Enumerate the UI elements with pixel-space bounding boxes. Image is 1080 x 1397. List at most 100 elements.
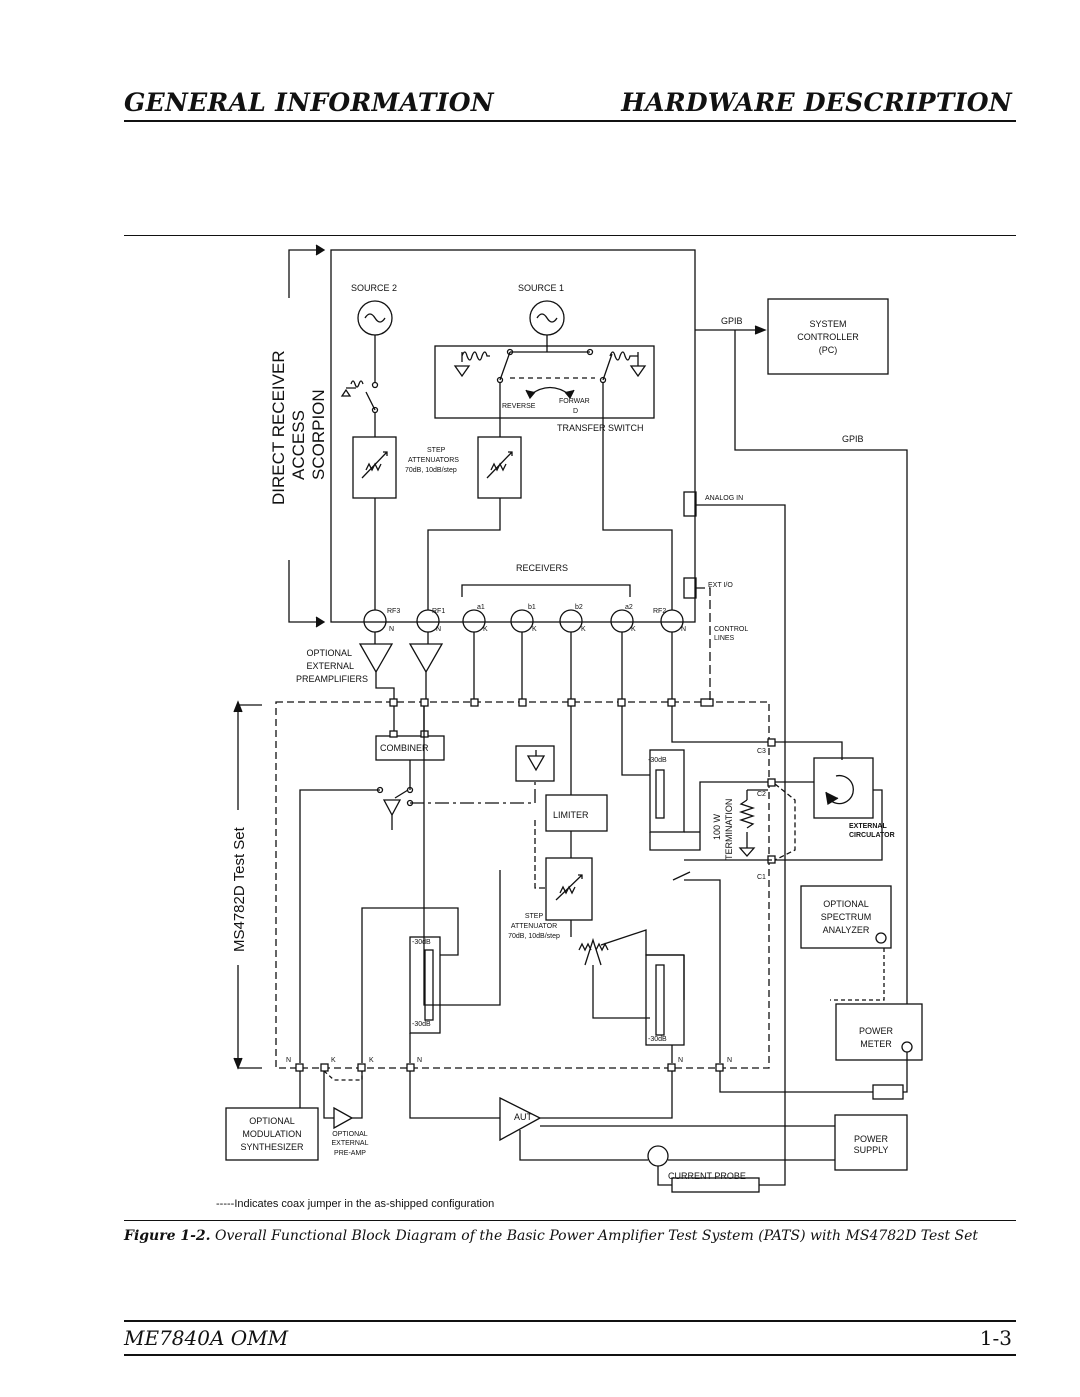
- port-type-rf2: N: [681, 626, 686, 633]
- combiner-label: COMBINER: [380, 743, 429, 753]
- gpib-label-2: GPIB: [842, 434, 864, 444]
- limiter-label: LIMITER: [553, 810, 589, 820]
- power-meter: [835, 1003, 923, 1061]
- optional-modulation-synthesizer: [225, 1107, 319, 1161]
- sys-ctrl-line2: CONTROLLER: [797, 332, 859, 342]
- power-meter-line1: POWER: [859, 1026, 894, 1036]
- mod-synth-line3: SYNTHESIZER: [240, 1142, 304, 1152]
- drac-box: [330, 249, 696, 623]
- lower-att-line3: 70dB, 10dB/step: [508, 933, 560, 940]
- figure-caption-text: Overall Functional Block Diagram of the …: [215, 1228, 979, 1244]
- ext-preamp-line1: OPTIONAL: [332, 1131, 368, 1138]
- port-b1: b1: [528, 604, 536, 611]
- forward-label: FORWAR: [559, 398, 590, 405]
- section-title: GENERAL INFORMATION: [124, 88, 494, 117]
- coupler-right-label: -30dB: [648, 1036, 667, 1043]
- port-type-b1: K: [532, 626, 537, 633]
- page-number: 1-3: [979, 1326, 1012, 1350]
- ext-io-label: EXT I/O: [708, 582, 733, 589]
- footer-top-rule: [124, 1320, 1016, 1322]
- bottom-type-4: N: [417, 1057, 422, 1064]
- circulator-line1: EXTERNAL: [849, 823, 887, 830]
- drac-label-3: SCORPION: [309, 389, 328, 480]
- port-b2: b2: [575, 604, 583, 611]
- c2-label: C2: [757, 791, 766, 798]
- system-controller: [767, 298, 889, 375]
- testset-label: MS4782D Test Set: [231, 826, 248, 952]
- termination-line2: TERMINATION: [724, 799, 734, 860]
- chapter-title: HARDWARE DESCRIPTION: [621, 88, 1012, 117]
- ext-preamp-line2: EXTERNAL: [332, 1140, 369, 1147]
- spectrum-line3: ANALYZER: [823, 925, 870, 935]
- aut-label: AUT: [514, 1112, 533, 1122]
- spectrum-line2: SPECTRUM: [821, 912, 872, 922]
- step-att-line2: ATTENUATORS: [408, 457, 459, 464]
- ext-preamp-line3: PRE-AMP: [334, 1150, 366, 1157]
- bottom-type-6: N: [727, 1057, 732, 1064]
- footer-bottom-rule: [124, 1354, 1016, 1356]
- port-type-rf3: N: [389, 626, 394, 633]
- power-supply-line1: POWER: [854, 1134, 889, 1144]
- preamp-line3: PREAMPLIFIERS: [296, 674, 368, 684]
- current-probe-label: CURRENT PROBE: [668, 1171, 746, 1181]
- optional-spectrum-analyzer: [800, 885, 892, 949]
- legend-text: -----Indicates coax jumper in the as-shi…: [216, 1198, 494, 1210]
- coupler-left-bottom-label: -30dB: [412, 1021, 431, 1028]
- coupler-top-label: -30dB: [648, 757, 667, 764]
- coupler-left-top-label: -30dB: [412, 939, 431, 946]
- reverse-label: REVERSE: [502, 403, 536, 410]
- bottom-type-2: K: [331, 1057, 336, 1064]
- source2-label: SOURCE 2: [351, 283, 397, 293]
- step-att-line3: 70dB, 10dB/step: [405, 467, 457, 474]
- header-rule: [124, 120, 1016, 122]
- limiter-box: [545, 794, 608, 832]
- transfer-switch-label: TRANSFER SWITCH: [557, 423, 644, 433]
- mod-synth-line2: MODULATION: [242, 1129, 301, 1139]
- mod-synth-line1: OPTIONAL: [249, 1116, 295, 1126]
- drac-label-1: DIRECT RECEIVER: [269, 350, 288, 505]
- control-lines-1: CONTROL: [714, 626, 748, 633]
- lower-att-line2: ATTENUATOR: [511, 923, 557, 930]
- port-type-b2: K: [581, 626, 586, 633]
- sys-ctrl-line3: (PC): [819, 345, 838, 355]
- forward-label-2: D: [573, 408, 578, 415]
- figure-caption: Figure 1-2. Overall Functional Block Dia…: [124, 1228, 1016, 1244]
- figure-number: Figure 1-2.: [124, 1228, 211, 1244]
- lower-att-line1: STEP: [525, 913, 544, 920]
- step-attenuator-b: [477, 436, 522, 499]
- power-supply: [834, 1114, 908, 1171]
- c3-label: C3: [757, 748, 766, 755]
- sys-ctrl-line1: SYSTEM: [809, 319, 846, 329]
- power-supply-line2: SUPPLY: [854, 1145, 889, 1155]
- preamp-line1: OPTIONAL: [306, 648, 352, 658]
- receivers-label: RECEIVERS: [516, 563, 568, 573]
- termination-line1: 100 W: [712, 813, 722, 840]
- external-circulator: [813, 757, 874, 819]
- port-type-a1: K: [483, 626, 488, 633]
- bottom-type-5: N: [678, 1057, 683, 1064]
- port-rf2: RF2: [653, 608, 666, 615]
- port-type-rf1: N: [436, 626, 441, 633]
- gpib-label-1: GPIB: [721, 316, 743, 326]
- control-lines-2: LINES: [714, 635, 735, 642]
- step-attenuator-a: [352, 436, 397, 499]
- circulator-line2: CIRCULATOR: [849, 832, 895, 839]
- transfer-switch-box: [434, 345, 655, 419]
- port-type-a2: K: [631, 626, 636, 633]
- aut-amplifier: [499, 1096, 542, 1142]
- c1-label: C1: [757, 874, 766, 881]
- analog-in-label: ANALOG IN: [705, 495, 743, 502]
- diagram-top-rule: [124, 235, 1016, 236]
- preamp-line2: EXTERNAL: [306, 661, 354, 671]
- spectrum-line1: OPTIONAL: [823, 899, 869, 909]
- bottom-type-1: N: [286, 1057, 291, 1064]
- lower-step-attenuator: [545, 857, 593, 921]
- port-a1: a1: [477, 604, 485, 611]
- port-rf3: RF3: [387, 608, 400, 615]
- source1-label: SOURCE 1: [518, 283, 564, 293]
- caption-top-rule: [124, 1220, 1016, 1221]
- port-rf1: RF1: [432, 608, 445, 615]
- manual-title: ME7840A OMM: [124, 1326, 289, 1350]
- power-meter-line2: METER: [860, 1039, 892, 1049]
